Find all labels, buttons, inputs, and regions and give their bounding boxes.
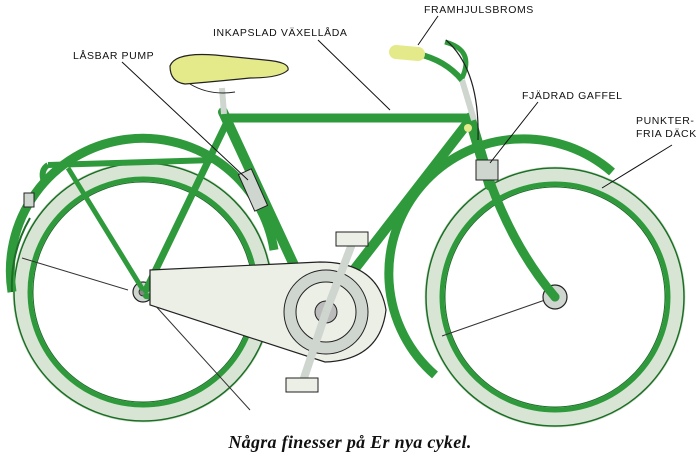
leader-lines — [121, 15, 673, 189]
label-tires-line1: PUNKTER- — [636, 115, 695, 127]
label-tires-line2: FRIA DÄCK — [636, 128, 697, 140]
handlebar — [389, 39, 479, 141]
label-pump: LÅSBAR PUMP — [73, 50, 155, 62]
chainguard — [149, 261, 387, 363]
caption: Några finesser på Er nya cykel. — [228, 432, 472, 452]
pump — [237, 168, 269, 212]
label-tires: PUNKTER- FRIA DÄCK — [636, 115, 697, 141]
saddle — [169, 53, 289, 115]
label-fork: FJÄDRAD GAFFEL — [522, 90, 623, 102]
label-front-brake: FRAMHJULSBROMS — [424, 4, 534, 16]
label-gearbox: INKAPSLAD VÄXELLÅDA — [213, 27, 348, 39]
front-wheel — [424, 166, 686, 428]
crank — [285, 231, 369, 393]
rear-rack — [23, 157, 215, 292]
